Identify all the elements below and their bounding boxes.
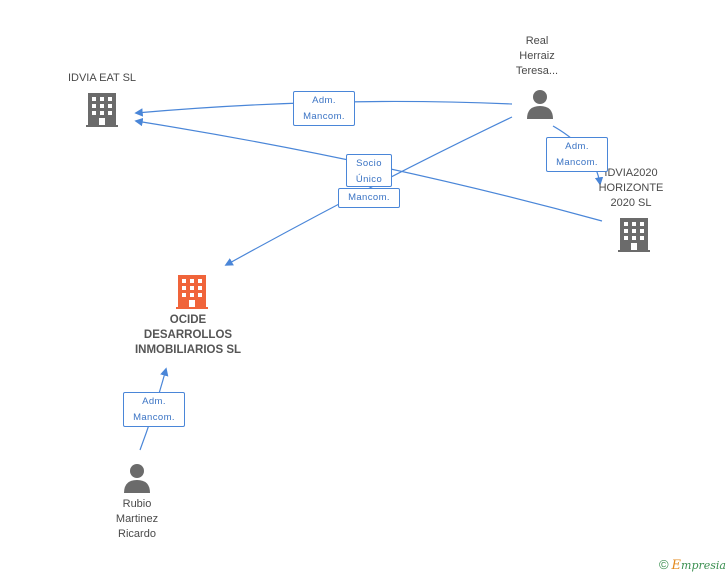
brand-name: mpresia	[681, 559, 726, 572]
person-name-real-herraiz[interactable]: Real Herraiz Teresa...	[515, 35, 559, 77]
edge-label-mancom: Mancom.	[338, 188, 400, 208]
building-icon	[618, 218, 650, 252]
company-name-idvia-eat[interactable]: IDVIA EAT SL	[67, 72, 137, 84]
building-icon	[86, 93, 118, 127]
person-name-rubio[interactable]: Rubio Martinez Ricardo	[115, 498, 159, 540]
person-icon	[124, 464, 150, 493]
company-name-ocide[interactable]: OCIDE DESARROLLOS INMOBILIARIOS SL	[134, 314, 242, 356]
company-name-idvia2020[interactable]: IDVIA2020 HORIZONTE 2020 SL	[598, 167, 664, 209]
edge-label-adm-mancom: Adm. Mancom.	[123, 392, 185, 427]
empresia-watermark: ©Empresia	[659, 557, 726, 573]
edge-label-adm-mancom: Adm. Mancom.	[293, 91, 355, 126]
copyright-icon: ©	[658, 557, 669, 572]
building-icon	[176, 275, 208, 309]
brand-initial: E	[671, 558, 682, 573]
edge-label-adm-mancom: Adm. Mancom.	[546, 137, 608, 172]
person-icon	[527, 90, 553, 119]
edge-label-socio-unico: Socio Único	[346, 154, 392, 187]
